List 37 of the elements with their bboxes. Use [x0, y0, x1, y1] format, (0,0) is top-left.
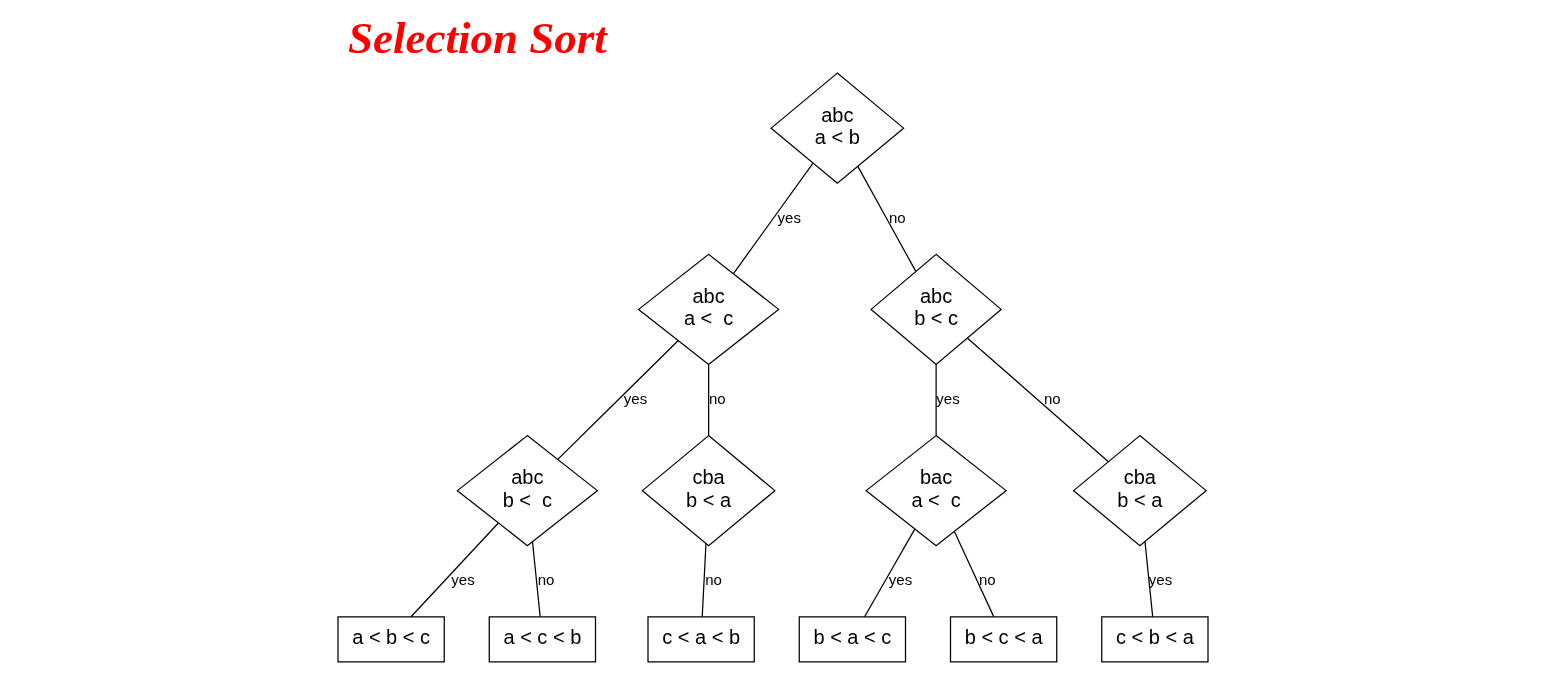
edge-label: no: [1044, 389, 1061, 407]
connector: [935, 364, 937, 437]
edge-label: no: [979, 571, 996, 589]
node-diamond: cba b < a: [641, 434, 776, 547]
connector: [863, 528, 916, 618]
node-box: b < c < a: [949, 616, 1058, 663]
node-box: b < a < c: [798, 616, 907, 663]
edge-label: no: [889, 208, 906, 226]
edge-label: no: [537, 571, 555, 589]
edge-label: yes: [623, 389, 648, 407]
node-diamond: abc a < b: [770, 72, 905, 184]
node-diamond: bac a < c: [865, 434, 1008, 547]
node-diamond: abc b < c: [456, 434, 599, 547]
connector: [857, 165, 917, 272]
edge-label: no: [709, 389, 726, 407]
connector: [953, 530, 995, 618]
connector: [732, 162, 814, 275]
edge-label: yes: [451, 571, 475, 589]
node-box: a < b < c: [337, 616, 445, 663]
edge-label: no: [705, 571, 722, 589]
node-diamond: abc b < c: [870, 253, 1003, 366]
connector: [557, 339, 679, 460]
connector: [410, 522, 499, 618]
edge-label: yes: [1148, 571, 1173, 589]
connector: [1144, 541, 1154, 618]
node-diamond: cba b < a: [1072, 434, 1208, 547]
connector: [531, 541, 541, 618]
node-box: a < c < b: [488, 616, 597, 663]
connector: [708, 364, 710, 437]
node-diamond: abc a < c: [637, 253, 780, 366]
diagram-title: Selection Sort: [348, 12, 607, 63]
node-box: c < a < b: [647, 616, 755, 663]
connector: [701, 542, 707, 618]
connector: [966, 337, 1109, 463]
edge-label: yes: [888, 571, 913, 589]
edge-label: yes: [777, 208, 801, 226]
node-box: c < b < a: [1101, 616, 1209, 663]
